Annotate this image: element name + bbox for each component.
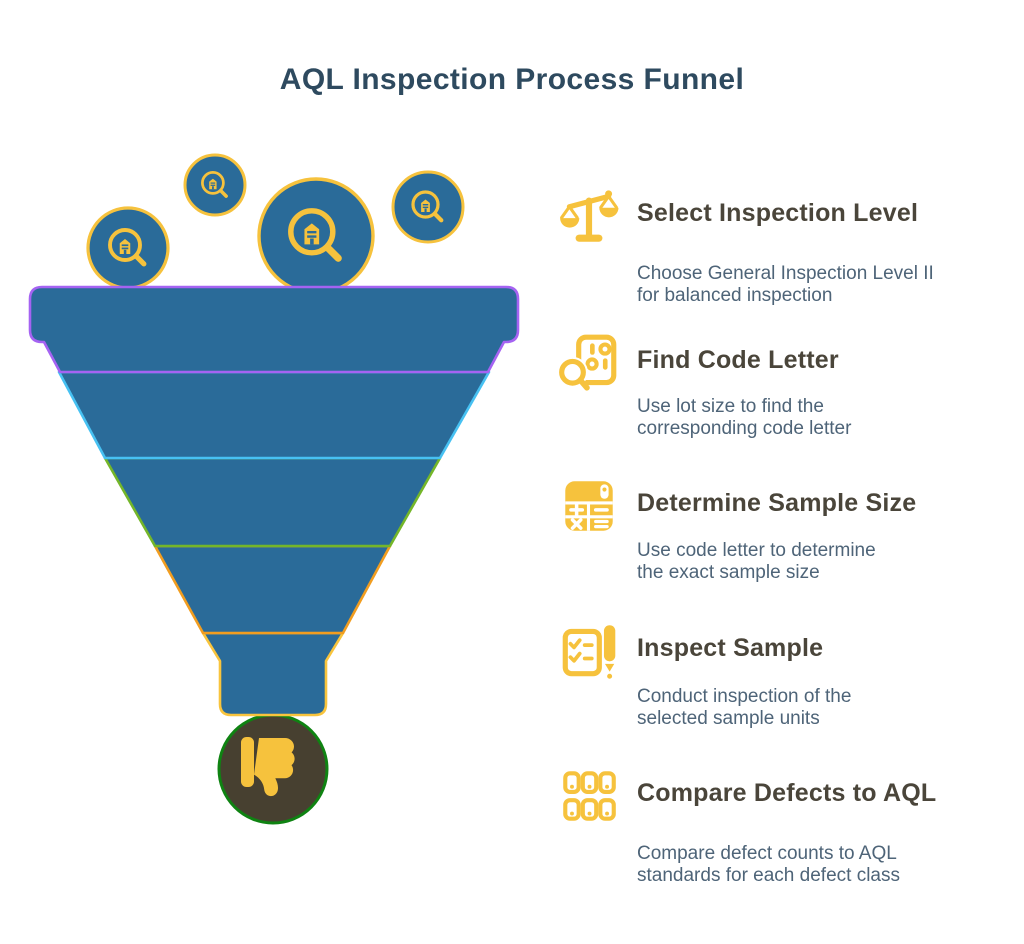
step-description-line: Use lot size to find the	[637, 396, 824, 417]
step-find-code-letter: Find Code Letter Use lot size to find th…	[556, 330, 1024, 472]
step-description-line: corresponding code letter	[637, 417, 852, 439]
inspection-bubble	[391, 170, 465, 244]
step-title: Find Code Letter	[637, 346, 839, 374]
inspection-bubble	[86, 206, 170, 290]
step-description-line: Conduct inspection of the	[637, 686, 852, 707]
step-title: Determine Sample Size	[637, 489, 917, 517]
step-description-line: selected sample units	[637, 707, 820, 729]
step-select-inspection-level: Select Inspection Level Choose General I…	[556, 183, 1024, 325]
funnel-stage-3	[103, 456, 442, 548]
step-description-line: for balanced inspection	[637, 284, 833, 306]
funnel-stage-2	[57, 370, 491, 460]
thumbs-down-icon	[241, 737, 295, 797]
step-description: Conduct inspection of the selected sampl…	[637, 686, 851, 729]
defect-grid-icon	[563, 771, 616, 821]
step-description: Choose General Inspection Level II for b…	[637, 263, 934, 306]
funnel-stage-5	[201, 631, 345, 717]
step-title: Select Inspection Level	[637, 199, 919, 227]
document-search-icon	[557, 334, 617, 391]
inspection-bubble	[183, 153, 247, 217]
step-compare-defects-to-aql: Compare Defects to AQL Compare defect co…	[556, 763, 1024, 905]
inspection-bubble	[257, 177, 375, 295]
step-title: Compare Defects to AQL	[637, 779, 937, 807]
step-description: Use lot size to find the corresponding c…	[637, 396, 851, 439]
step-description-line: Use code letter to determine	[637, 540, 876, 561]
funnel-stage-1	[28, 285, 520, 374]
calculator-icon	[565, 481, 613, 531]
step-title: Inspect Sample	[637, 634, 824, 662]
step-description-line: standards for each defect class	[637, 864, 900, 886]
step-inspect-sample: Inspect Sample Conduct inspection of the…	[556, 618, 1024, 760]
step-description-line: the exact sample size	[637, 561, 820, 583]
balance-scale-icon	[560, 190, 619, 242]
funnel-diagram	[28, 153, 520, 825]
step-description: Compare defect counts to AQL standards f…	[637, 843, 900, 886]
step-description-line: Choose General Inspection Level II	[637, 263, 934, 284]
step-description: Use code letter to determine the exact s…	[637, 540, 876, 583]
checklist-pen-icon	[562, 625, 616, 679]
step-description-line: Compare defect counts to AQL	[637, 843, 897, 864]
page-title: AQL Inspection Process Funnel	[279, 63, 745, 96]
funnel-stage-4	[153, 544, 392, 635]
step-determine-sample-size: Determine Sample Size Use code letter to…	[556, 473, 1024, 615]
